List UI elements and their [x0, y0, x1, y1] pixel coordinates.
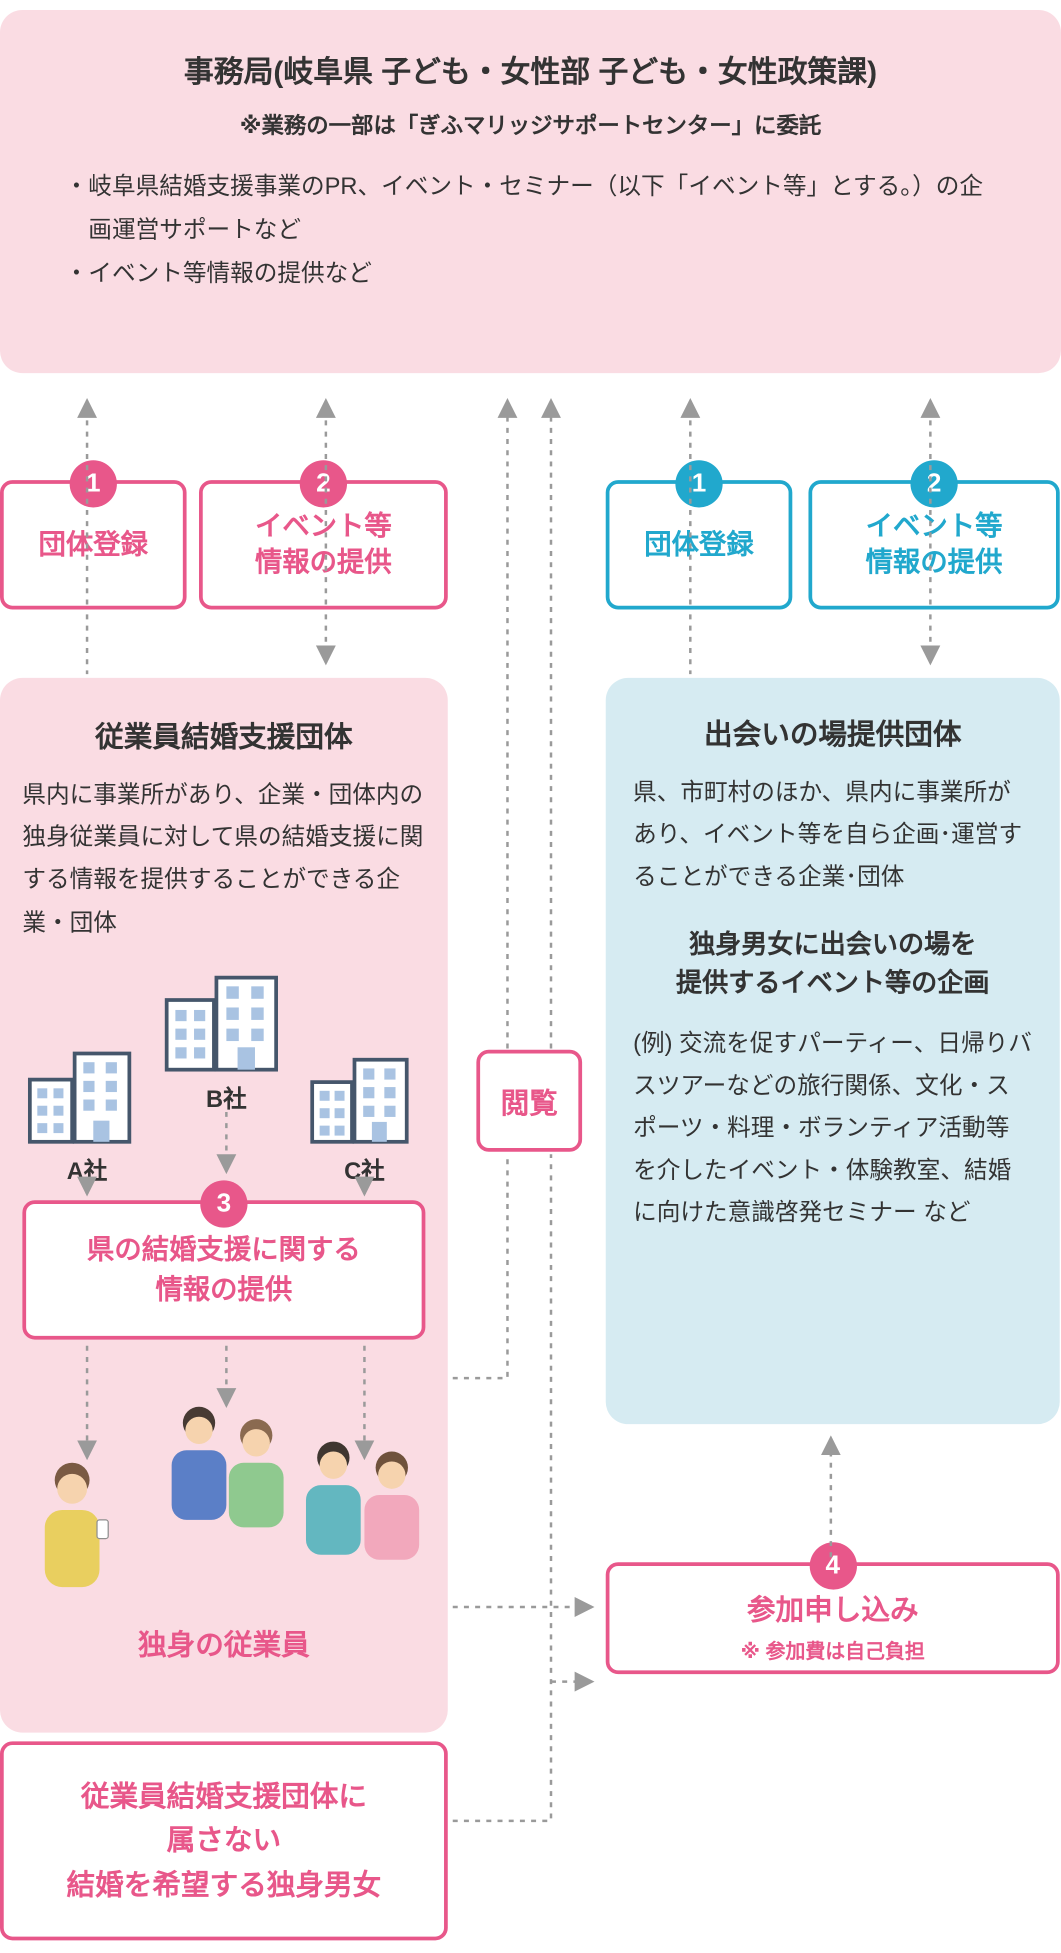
browse-button: 閲覧 [476, 1049, 583, 1152]
secretariat-bullet-1: ・岐阜県結婚支援事業のPR、イベント・セミナー（以下「イベント等」とする。）の企… [64, 174, 984, 244]
building-icon [27, 1051, 132, 1144]
apply-box: 4 参加申し込み ※ 参加費は自己負担 [605, 1542, 1060, 1675]
company-a: A社 [22, 1047, 151, 1186]
register-label-employer: 団体登録 [38, 528, 149, 560]
info-provision-box: 3 県の結婚支援に関する 情報の提供 [22, 1180, 426, 1340]
secretariat-title: 事務局(岐阜県 子ども・女性部 子ども・女性政策課) [183, 55, 878, 90]
event-info-label-line1-employer: イベント等 [254, 510, 392, 542]
line-browse-employees-lower [452, 1154, 509, 1380]
step-2-badge-provider: 2 [910, 460, 958, 508]
event-info-label-line2-provider: 情報の提供 [865, 546, 1003, 578]
employer-org-title: 従業員結婚支援団体 [95, 720, 353, 753]
non-member-line2: 属さない [166, 1823, 282, 1856]
provider-org-description: 県、市町村のほか、県内に事業所があり、イベント等を自ら企画･運営することができる… [633, 779, 1023, 892]
non-member-line3: 結婚を希望する独身男女 [66, 1867, 382, 1901]
secretariat-box: 事務局(岐阜県 子ども・女性部 子ども・女性政策課) ※業務の一部は「ぎふマリッ… [0, 9, 1061, 374]
apply-note: ※ 参加費は自己負担 [740, 1641, 925, 1663]
register-label-provider: 団体登録 [644, 528, 754, 560]
people-illustration [44, 1406, 420, 1588]
provider-org-box: 出会いの場提供団体 県、市町村のほか、県内に事業所があり、イベント等を自ら企画･… [605, 677, 1060, 1425]
step-1-badge-provider: 1 [675, 460, 723, 508]
non-member-line1: 従業員結婚支援団体に [80, 1779, 367, 1812]
building-icon [164, 975, 278, 1072]
apply-label: 参加申し込み [746, 1592, 919, 1626]
info-provision-line1: 県の結婚支援に関する [87, 1233, 361, 1266]
register-button-provider: 1 団体登録 [605, 460, 793, 610]
event-info-label-line1-provider: イベント等 [865, 510, 1003, 542]
provider-examples: (例) 交流を促すパーティー、日帰りバスツアーなどの旅行関係、文化・スポーツ・料… [633, 1030, 1032, 1227]
building-icon [310, 1057, 409, 1144]
secretariat-bullets: ・岐阜県結婚支援事業のPR、イベント・セミナー（以下「イベント等」とする。）の企… [52, 165, 1008, 296]
secretariat-note: ※業務の一部は「ぎふマリッジサポートセンター」に委託 [239, 113, 822, 139]
company-a-label: A社 [66, 1159, 108, 1186]
employer-org-description: 県内に事業所があり、企業・団体内の独身従業員に対して県の結婚支援に関する情報を提… [22, 782, 424, 937]
register-button-employer: 1 団体登録 [0, 460, 187, 610]
line-browse-nonmembers-lower [452, 1154, 553, 1823]
event-info-button-provider: 2 イベント等 情報の提供 [808, 460, 1060, 610]
step-2-badge-employer: 2 [299, 460, 348, 508]
company-b: B社 [162, 973, 291, 1115]
provider-org-title: 出会いの場提供団体 [703, 717, 962, 751]
event-info-button-employer: 2 イベント等 情報の提供 [199, 460, 448, 610]
company-b-label: B社 [206, 1087, 247, 1114]
single-employees-label: 独身の従業員 [138, 1628, 310, 1661]
step-4-badge: 4 [809, 1542, 857, 1590]
provider-highlight-line1: 独身男女に出会いの場を [689, 929, 977, 959]
step-3-badge: 3 [200, 1180, 248, 1228]
provider-highlight: 独身男女に出会いの場を 提供するイベント等の企画 [633, 925, 1032, 1003]
secretariat-bullet-2: ・イベント等情報の提供など [64, 261, 372, 288]
step-1-badge-employer: 1 [69, 460, 117, 508]
info-provision-line2: 情報の提供 [155, 1273, 293, 1305]
provider-highlight-line2: 提供するイベント等の企画 [676, 968, 990, 998]
event-info-label-line2-employer: 情報の提供 [254, 546, 392, 578]
non-member-box: 従業員結婚支援団体に 属さない 結婚を希望する独身男女 [0, 1741, 448, 1941]
company-c-label: C社 [344, 1159, 385, 1186]
company-c: C社 [306, 1055, 423, 1187]
